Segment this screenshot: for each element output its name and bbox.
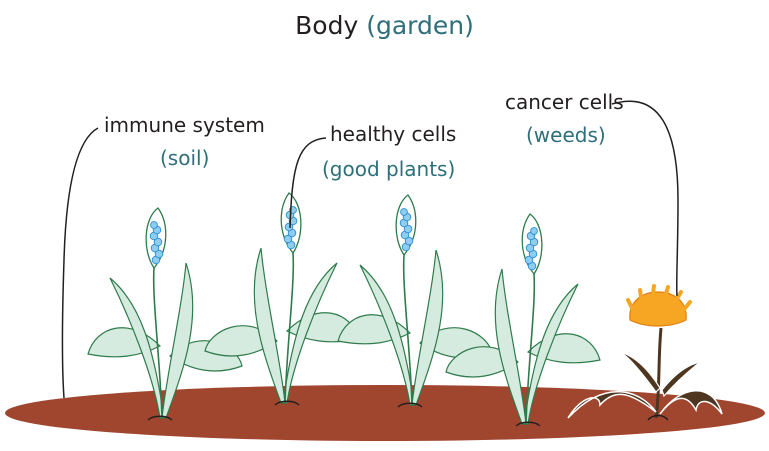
cancer-cells-pointer [612,101,678,296]
soil-ground [5,385,765,441]
title-sub: (garden) [366,11,474,40]
healthy-plant [205,193,359,405]
healthy-cells-label: healthy cells [330,124,456,144]
soil-label: (soil) [160,148,209,168]
immune-system-pointer [63,128,99,398]
diagram-title: Body (garden) [0,13,769,38]
cancer-cells-label: cancer cells [505,92,624,112]
weeds-label: (weeds) [526,125,606,145]
title-main: Body [295,11,358,40]
immune-system-label: immune system [104,115,265,135]
good-plants-label: (good plants) [322,159,455,179]
